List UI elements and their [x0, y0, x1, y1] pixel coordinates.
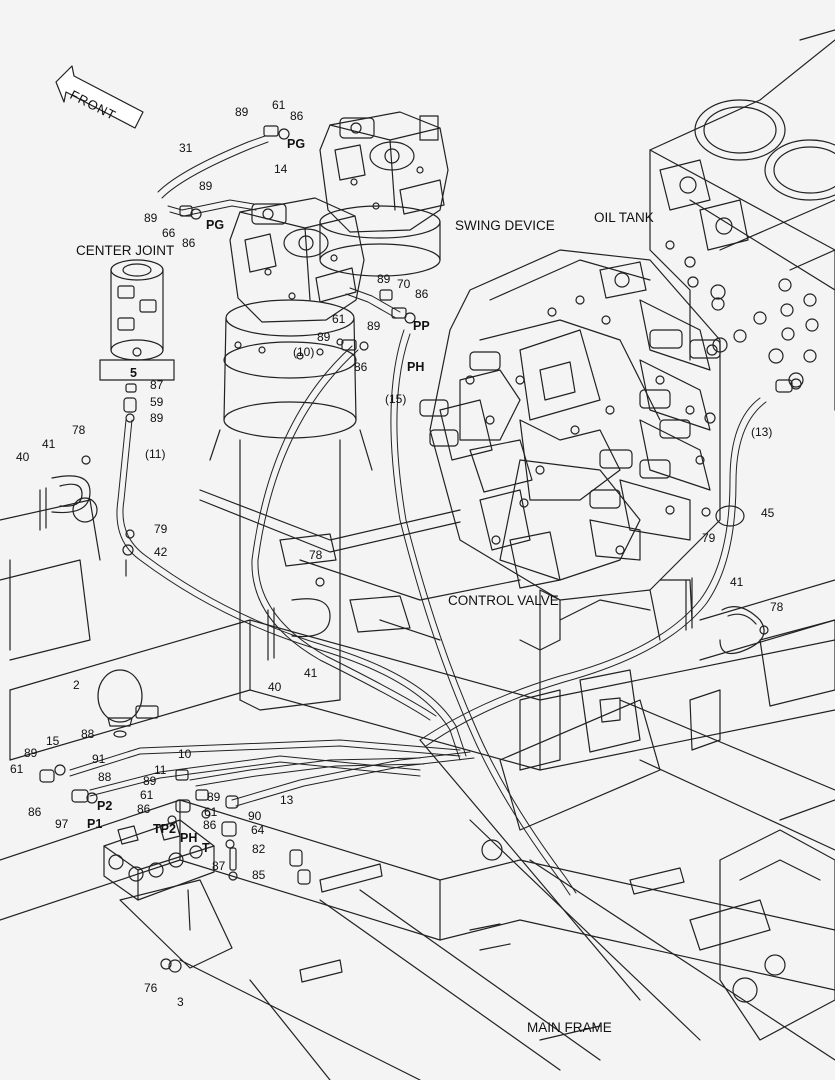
callout-86: 86	[28, 805, 42, 819]
port-pg-top: PG	[287, 137, 306, 151]
callout-76: 76	[144, 981, 158, 995]
port-p1: P1	[87, 817, 103, 831]
oil-tank	[649, 29, 835, 411]
callout-86: 86	[354, 360, 368, 374]
callout-11-paren: (11)	[145, 447, 166, 461]
callout-41: 41	[304, 666, 318, 680]
callout-78: 78	[770, 600, 784, 614]
callout-89: 89	[207, 790, 221, 804]
callout-31: 31	[179, 141, 193, 155]
callout-89: 89	[144, 211, 158, 225]
hoses	[69, 135, 767, 896]
callout-90: 90	[248, 809, 262, 823]
callout-15-paren: (15)	[385, 392, 407, 406]
callout-82: 82	[252, 842, 266, 856]
port-ph-top: PH	[407, 360, 425, 374]
callout-61: 61	[140, 788, 154, 802]
callout-5: 5	[130, 366, 137, 380]
callout-86: 86	[182, 236, 196, 250]
swing-device	[209, 111, 449, 711]
callout-14: 14	[274, 162, 288, 176]
front-arrow	[55, 65, 144, 129]
callout-13-paren: (13)	[751, 425, 773, 439]
port-t: T	[202, 841, 210, 855]
callout-86: 86	[290, 109, 304, 123]
callout-85: 85	[252, 868, 266, 882]
callout-2: 2	[73, 678, 80, 692]
callout-61: 61	[272, 98, 286, 112]
main-frame-structure	[0, 489, 835, 1080]
port-tp2: TP2	[153, 822, 176, 836]
port-ph-low: PH	[180, 831, 198, 845]
callout-89: 89	[150, 411, 164, 425]
callout-10-paren: (10)	[293, 345, 315, 359]
port-p2: P2	[97, 799, 113, 813]
control-valve-label: CONTROL VALVE	[448, 593, 559, 608]
callout-11: 11	[154, 763, 167, 777]
callout-89: 89	[377, 272, 391, 286]
callout-61: 61	[204, 805, 218, 819]
callout-89: 89	[235, 105, 249, 119]
accumulator	[97, 669, 143, 738]
callout-91: 91	[92, 752, 106, 766]
callout-40: 40	[268, 680, 282, 694]
callout-61: 61	[10, 762, 24, 776]
callout-78: 78	[309, 548, 323, 562]
port-pg-mid: PG	[206, 218, 225, 232]
callout-89: 89	[24, 746, 38, 760]
callout-78: 78	[72, 423, 86, 437]
callout-87: 87	[150, 378, 164, 392]
clamps	[39, 455, 769, 661]
callout-89: 89	[143, 774, 157, 788]
callout-15: 15	[46, 734, 60, 748]
callout-41: 41	[42, 437, 56, 451]
callout-97: 97	[55, 817, 69, 831]
center-joint	[99, 259, 175, 381]
callout-89: 89	[199, 179, 213, 193]
control-valve	[419, 249, 721, 701]
callout-10: 10	[178, 747, 192, 761]
fittings	[39, 125, 802, 970]
callout-88: 88	[98, 770, 112, 784]
callout-79: 79	[702, 531, 716, 545]
callout-66: 66	[162, 226, 176, 240]
center-joint-label: CENTER JOINT	[76, 243, 175, 258]
callout-70: 70	[397, 277, 411, 291]
callout-88: 88	[81, 727, 95, 741]
callout-86: 86	[203, 818, 217, 832]
callout-86: 86	[415, 287, 429, 301]
callout-59: 59	[150, 395, 164, 409]
callout-89: 89	[317, 330, 331, 344]
callout-87: 87	[212, 859, 226, 873]
callout-61: 61	[332, 312, 346, 326]
callout-41: 41	[730, 575, 744, 589]
callout-89: 89	[367, 319, 381, 333]
callout-45: 45	[761, 506, 775, 520]
port-pp: PP	[413, 319, 430, 333]
swing-device-label: SWING DEVICE	[455, 218, 555, 233]
main-frame-label: MAIN FRAME	[527, 1020, 612, 1035]
callout-79: 79	[154, 522, 168, 536]
callout-3: 3	[177, 995, 184, 1009]
oil-tank-label: OIL TANK	[594, 210, 654, 225]
callout-13: 13	[280, 793, 294, 807]
callout-64: 64	[251, 823, 265, 837]
solenoid-valve-block	[103, 819, 233, 973]
callout-86: 86	[137, 802, 151, 816]
callout-40: 40	[16, 450, 30, 464]
callout-42: 42	[154, 545, 168, 559]
